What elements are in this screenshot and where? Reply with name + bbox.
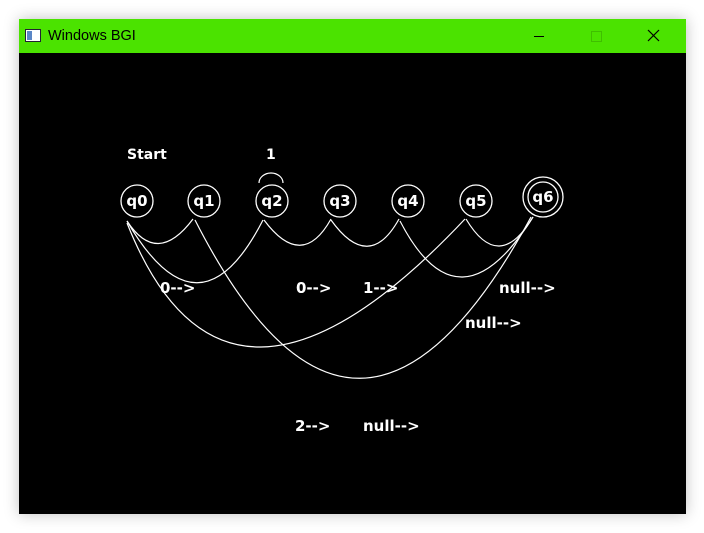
arc-q0-q2 — [126, 219, 264, 284]
edge-label-q1-q6: null--> — [363, 417, 420, 435]
edge-label-q0-q5: 2--> — [295, 417, 330, 435]
maximize-button[interactable] — [573, 19, 619, 53]
state-label-q2: q2 — [261, 192, 282, 210]
state-q1: q1 — [187, 184, 221, 218]
state-q0: q0 — [120, 184, 154, 218]
arc-q4-q6 — [399, 216, 534, 278]
minimize-icon — [534, 36, 544, 37]
state-q4: q4 — [391, 184, 425, 218]
state-q6-final: q6 — [522, 176, 564, 218]
drawing-canvas: Start 1 q0 q1 q2 q3 q4 — [19, 53, 686, 514]
state-q3: q3 — [323, 184, 357, 218]
state-label-q5: q5 — [465, 192, 486, 210]
state-label-q6: q6 — [532, 188, 553, 206]
state-label-q3: q3 — [329, 192, 350, 210]
arc-q2-q3 — [263, 218, 332, 246]
edge-label-q3-q4: 1--> — [363, 279, 398, 297]
state-q2: q2 — [255, 184, 289, 218]
self-loop-q2 — [258, 172, 284, 184]
arc-q3-q4 — [330, 218, 400, 247]
state-label-q1: q1 — [193, 192, 214, 210]
loop-label: 1 — [266, 147, 276, 163]
window-title: Windows BGI — [48, 28, 136, 44]
arc-q1-q6 — [194, 216, 532, 379]
edge-label-q4-q6: null--> — [465, 314, 522, 332]
title-bar[interactable]: Windows BGI — [19, 19, 686, 53]
state-label-q4: q4 — [397, 192, 418, 210]
state-q5: q5 — [459, 184, 493, 218]
app-icon[interactable] — [25, 29, 41, 42]
edge-label-q5-q6: null--> — [499, 279, 556, 297]
edge-label-q2-q4: 0--> — [296, 279, 331, 297]
state-label-q0: q0 — [126, 192, 147, 210]
bgi-window: Windows BGI Start 1 q — [19, 19, 686, 514]
edge-label-q0-q2: 0--> — [160, 279, 195, 297]
start-label: Start — [127, 147, 167, 163]
nfa-diagram: Start 1 q0 q1 q2 q3 q4 — [120, 147, 564, 435]
arc-q0-q5 — [126, 218, 466, 348]
close-button[interactable] — [630, 19, 676, 53]
minimize-button[interactable] — [516, 19, 562, 53]
maximize-icon — [591, 31, 602, 42]
close-icon — [647, 29, 660, 42]
arc-q0-q1 — [126, 218, 194, 245]
